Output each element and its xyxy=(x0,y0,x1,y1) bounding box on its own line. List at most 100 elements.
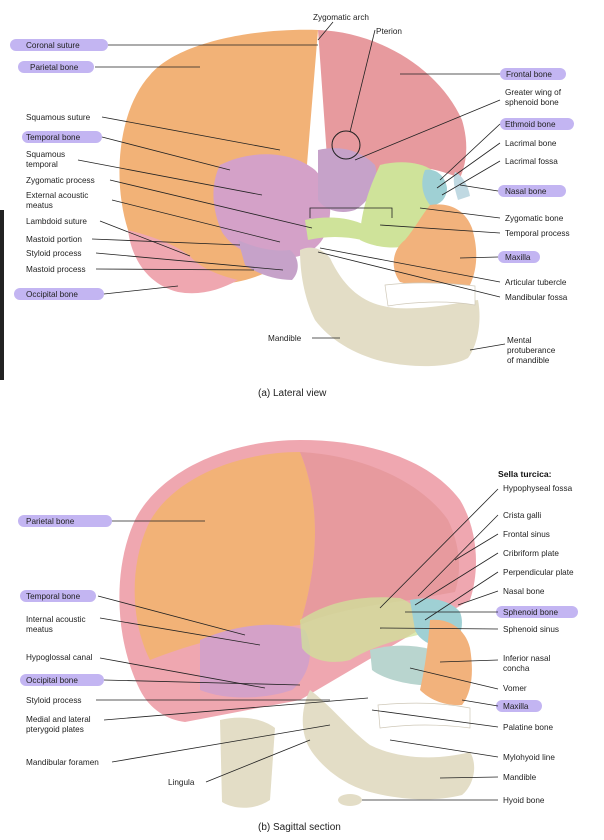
highlight-occipital xyxy=(14,288,104,300)
label-palatine-bone: Palatine bone xyxy=(503,723,554,732)
highlight-parietal xyxy=(18,61,94,73)
highlight-sag-occipital xyxy=(20,674,104,686)
label-pterygoid-plates-2: pterygoid plates xyxy=(26,725,84,734)
label-sphenoid-sinus: Sphenoid sinus xyxy=(503,625,559,634)
sagittal-view: Sella turcica: Hypophyseal fossa Parieta… xyxy=(18,440,578,833)
label-lacrimal-fossa: Lacrimal fossa xyxy=(505,157,558,166)
sagittal-mandible xyxy=(302,690,475,800)
label-frontal-sinus: Frontal sinus xyxy=(503,530,550,539)
label-lambdoid-suture: Lambdoid suture xyxy=(26,217,87,226)
hyoid-shape xyxy=(338,794,362,806)
label-greater-wing: Greater wing of xyxy=(505,88,562,97)
left-edge-bar xyxy=(0,210,4,380)
sagittal-maxilla xyxy=(420,619,472,706)
highlight-sag-maxilla xyxy=(496,700,542,712)
label-mental-protuberance: Mental xyxy=(507,336,532,345)
label-mastoid-portion: Mastoid portion xyxy=(26,235,82,244)
lateral-leader-lines xyxy=(77,21,506,351)
label-zygomatic-arch: Zygomatic arch xyxy=(313,13,369,22)
label-mandibular-foramen: Mandibular foramen xyxy=(26,758,99,767)
sagittal-parietal xyxy=(134,452,315,660)
zygomatic-arch-shape xyxy=(305,217,365,240)
label-maxilla: Maxilla xyxy=(505,253,531,262)
highlight-maxilla xyxy=(498,251,540,263)
label-squamous-temporal-2: temporal xyxy=(26,160,58,169)
label-coronal-suture: Coronal suture xyxy=(26,41,80,50)
occipital-bone-shape xyxy=(128,230,238,294)
label-external-acoustic-2: meatus xyxy=(26,201,53,210)
label-sphenoid-bone: Sphenoid bone xyxy=(503,608,559,617)
highlight-nasal xyxy=(498,185,566,197)
label-zygomatic-bone: Zygomatic bone xyxy=(505,214,564,223)
label-sag-mandible: Mandible xyxy=(503,773,537,782)
label-greater-wing-2: sphenoid bone xyxy=(505,98,559,107)
label-sag-occipital-bone: Occipital bone xyxy=(26,676,78,685)
label-inferior-nasal-concha-2: concha xyxy=(503,664,530,673)
nasal-bone-shape xyxy=(453,172,470,200)
label-pterion: Pterion xyxy=(376,27,402,36)
caption-sagittal-section: (b) Sagittal section xyxy=(258,822,341,833)
sagittal-frontal xyxy=(300,452,460,625)
label-squamous-temporal: Squamous xyxy=(26,150,65,159)
highlight-sag-parietal xyxy=(18,515,112,527)
label-mental-protuberance-3: of mandible xyxy=(507,356,550,365)
label-hypoglossal-canal: Hypoglossal canal xyxy=(26,653,93,662)
mandible-shape xyxy=(300,247,480,367)
highlight-sag-temporal xyxy=(20,590,96,602)
label-ethmoid-bone: Ethmoid bone xyxy=(505,120,556,129)
sagittal-sphenoid xyxy=(300,597,421,662)
label-internal-acoustic: Internal acoustic xyxy=(26,615,86,624)
label-parietal-bone: Parietal bone xyxy=(30,63,79,72)
label-hypophyseal-fossa: Hypophyseal fossa xyxy=(503,484,573,493)
cervical-spine xyxy=(220,717,275,808)
highlight-temporal xyxy=(22,131,102,143)
caption-lateral-view: (a) Lateral view xyxy=(258,388,327,399)
label-sag-parietal-bone: Parietal bone xyxy=(26,517,75,526)
label-temporal-process: Temporal process xyxy=(505,229,570,238)
highlight-sag-sphenoid xyxy=(496,606,578,618)
label-sella-turcica: Sella turcica: xyxy=(498,469,552,479)
label-temporal-bone: Temporal bone xyxy=(26,133,81,142)
label-vomer: Vomer xyxy=(503,684,527,693)
label-mental-protuberance-2: protuberance xyxy=(507,346,556,355)
label-pterygoid-plates: Medial and lateral xyxy=(26,715,91,724)
lateral-view: Zygomatic arch Pterion Coronal suture Pa… xyxy=(10,13,574,399)
label-nasal-bone: Nasal bone xyxy=(505,187,547,196)
pterion-circle xyxy=(331,130,361,160)
teeth-shape xyxy=(384,282,476,307)
label-crista-galli: Crista galli xyxy=(503,511,541,520)
maxilla-shape xyxy=(393,204,477,288)
label-inferior-nasal-concha: Inferior nasal xyxy=(503,654,551,663)
ethmoid-shape xyxy=(422,169,447,206)
highlight-frontal xyxy=(500,68,566,80)
label-lingula: Lingula xyxy=(168,778,195,787)
label-external-acoustic: External acoustic xyxy=(26,191,88,200)
label-mastoid-process: Mastoid process xyxy=(26,265,86,274)
label-zygomatic-process: Zygomatic process xyxy=(26,176,95,185)
label-frontal-bone: Frontal bone xyxy=(506,70,552,79)
label-sag-maxilla: Maxilla xyxy=(503,702,529,711)
label-lacrimal-bone: Lacrimal bone xyxy=(505,139,557,148)
label-articular-tubercle: Articular tubercle xyxy=(505,278,567,287)
label-mylohyoid-line: Mylohyoid line xyxy=(503,753,555,762)
label-mandibular-fossa: Mandibular fossa xyxy=(505,293,568,302)
sagittal-leader-lines xyxy=(96,488,499,801)
label-squamous-suture: Squamous suture xyxy=(26,113,91,122)
highlight-coronal xyxy=(10,39,108,51)
zygomatic-arch-bracket xyxy=(309,207,393,218)
label-occipital-bone: Occipital bone xyxy=(26,290,78,299)
label-internal-acoustic-2: meatus xyxy=(26,625,53,634)
label-sag-styloid-process: Styloid process xyxy=(26,696,82,705)
label-sag-temporal-bone: Temporal bone xyxy=(26,592,81,601)
label-hyoid-bone: Hyoid bone xyxy=(503,796,545,805)
label-perpendicular-plate: Perpendicular plate xyxy=(503,568,574,577)
label-mandible: Mandible xyxy=(268,334,302,343)
highlight-ethmoid xyxy=(500,118,574,130)
sphenoid-wing-shape xyxy=(318,148,377,212)
sagittal-teeth xyxy=(377,702,471,729)
label-styloid-process: Styloid process xyxy=(26,249,82,258)
sagittal-temporal xyxy=(200,624,311,698)
label-sag-nasal-bone: Nasal bone xyxy=(503,587,545,596)
